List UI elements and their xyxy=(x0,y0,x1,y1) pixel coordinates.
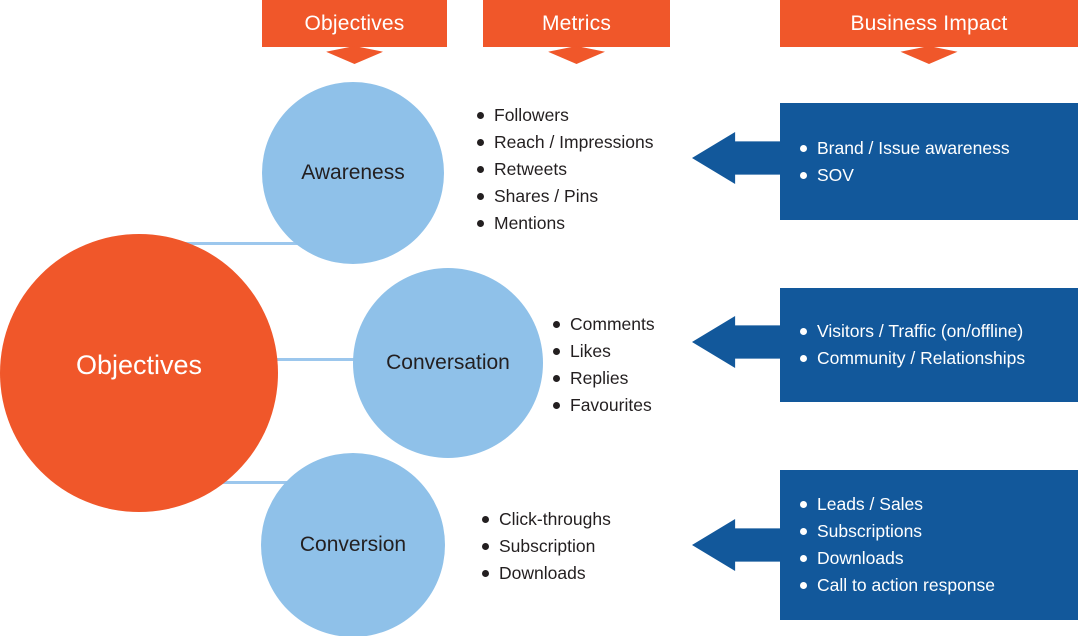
bullet-icon xyxy=(800,171,807,179)
impact-item: Brand / Issue awareness xyxy=(800,135,1010,162)
bullet-icon xyxy=(477,139,484,146)
impact-box-conversation: Visitors / Traffic (on/offline) Communit… xyxy=(780,288,1078,402)
bullet-icon xyxy=(800,501,807,508)
metric-label: Reach / Impressions xyxy=(494,132,654,152)
impact-label: Subscriptions xyxy=(817,521,923,541)
bullet-icon xyxy=(553,375,560,382)
impact-label: Leads / Sales xyxy=(817,494,924,514)
impact-list-conversion: Leads / Sales Subscriptions Downloads Ca… xyxy=(780,491,995,599)
impact-label: Call to action response xyxy=(817,575,996,595)
impact-box-conversion: Leads / Sales Subscriptions Downloads Ca… xyxy=(780,470,1078,620)
header-label-objectives: Objectives xyxy=(304,11,405,35)
connector-line-conversion xyxy=(195,481,290,484)
header-banner-metrics: Metrics xyxy=(483,0,670,64)
circle-label-awareness: Awareness xyxy=(301,161,405,184)
impact-label: Downloads xyxy=(817,548,904,568)
metric-label: Retweets xyxy=(494,159,567,179)
circle-label-conversion: Conversion xyxy=(299,533,407,556)
impact-item: Downloads xyxy=(800,545,995,572)
bullet-icon xyxy=(482,516,489,523)
bullet-icon xyxy=(553,402,560,409)
metric-label: Click-throughs xyxy=(499,509,611,529)
circle-conversion: Conversion xyxy=(261,453,445,636)
impact-label: Community / Relationships xyxy=(817,348,1026,368)
arrow-left-icon xyxy=(692,132,780,184)
circle-conversation: Conversation xyxy=(353,268,543,458)
bullet-icon xyxy=(482,543,489,550)
metric-label: Downloads xyxy=(499,563,586,583)
hub-label: Objectives xyxy=(75,349,203,380)
impact-item: Leads / Sales xyxy=(800,491,995,518)
bullet-icon xyxy=(800,328,807,335)
metric-label: Likes xyxy=(570,341,611,361)
bullet-icon xyxy=(477,166,484,173)
metric-label: Followers xyxy=(494,105,569,125)
metrics-list-conversion: Click-throughs Subscription Downloads xyxy=(482,506,611,587)
metric-item: Retweets xyxy=(477,156,654,183)
bullet-icon xyxy=(482,570,489,577)
metric-item: Downloads xyxy=(482,560,611,587)
impact-label: Visitors / Traffic (on/offline) xyxy=(817,321,1024,341)
connector-line-awareness xyxy=(180,242,305,245)
bullet-icon xyxy=(800,555,807,562)
bullet-icon xyxy=(477,112,484,119)
banner-pointer-down-icon xyxy=(548,46,605,64)
bullet-icon xyxy=(553,321,560,328)
header-banner-objectives: Objectives xyxy=(262,0,447,64)
bullet-icon xyxy=(553,348,560,355)
bullet-icon xyxy=(800,582,807,589)
bullet-icon xyxy=(477,193,484,200)
banner-pointer-down-icon xyxy=(326,46,383,64)
metric-label: Favourites xyxy=(570,395,652,415)
metric-item: Click-throughs xyxy=(482,506,611,533)
impact-label: SOV xyxy=(817,164,854,185)
impact-item: Visitors / Traffic (on/offline) xyxy=(800,318,1025,345)
metric-label: Comments xyxy=(570,314,655,334)
impact-item: Call to action response xyxy=(800,572,995,599)
connector-line-conversation xyxy=(235,358,360,361)
bullet-icon xyxy=(477,220,484,227)
metric-item: Reach / Impressions xyxy=(477,129,654,156)
metric-label: Shares / Pins xyxy=(494,186,599,206)
metric-item: Shares / Pins xyxy=(477,183,654,210)
bullet-icon xyxy=(800,528,807,535)
metric-item: Favourites xyxy=(553,392,655,419)
impact-item: SOV xyxy=(800,162,1010,189)
metrics-list-awareness: Followers Reach / Impressions Retweets S… xyxy=(477,102,654,237)
impact-list-awareness: Brand / Issue awareness SOV xyxy=(780,135,1010,189)
arrow-left-icon xyxy=(692,316,780,368)
impact-label: Brand / Issue awareness xyxy=(817,137,1010,158)
circle-label-conversation: Conversation xyxy=(386,351,510,374)
bullet-icon xyxy=(800,355,807,362)
impact-list-conversation: Visitors / Traffic (on/offline) Communit… xyxy=(780,318,1025,372)
banner-pointer-down-icon xyxy=(900,46,958,64)
metric-item: Replies xyxy=(553,365,655,392)
bullet-icon xyxy=(800,144,807,152)
arrow-left-icon xyxy=(692,519,780,571)
metric-item: Followers xyxy=(477,102,654,129)
metric-item: Subscription xyxy=(482,533,611,560)
header-banner-business-impact: Business Impact xyxy=(780,0,1078,64)
metrics-list-conversation: Comments Likes Replies Favourites xyxy=(553,311,655,419)
metric-item: Mentions xyxy=(477,210,654,237)
hub-circle-objectives: Objectives xyxy=(0,234,278,512)
metric-label: Mentions xyxy=(494,213,566,233)
circle-awareness: Awareness xyxy=(262,82,444,264)
metric-item: Likes xyxy=(553,338,655,365)
header-label-business-impact: Business Impact xyxy=(850,11,1008,35)
impact-box-awareness: Brand / Issue awareness SOV xyxy=(780,103,1078,220)
impact-item: Community / Relationships xyxy=(800,345,1025,372)
impact-item: Subscriptions xyxy=(800,518,995,545)
metric-label: Subscription xyxy=(499,536,596,556)
metric-label: Replies xyxy=(570,368,629,388)
header-label-metrics: Metrics xyxy=(541,11,612,35)
metric-item: Comments xyxy=(553,311,655,338)
